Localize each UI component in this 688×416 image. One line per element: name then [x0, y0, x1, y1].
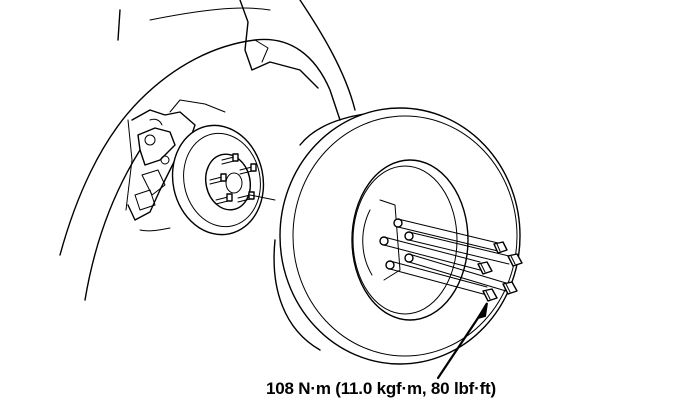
alignment-line	[249, 194, 276, 201]
brake-disc-hub	[171, 124, 265, 236]
torque-callout-arrow	[436, 302, 488, 380]
wheel-tire	[273, 107, 521, 365]
torque-spec-label: 108 N·m (11.0 kgf·m, 80 lbf·ft)	[266, 379, 496, 398]
wheel-studs-front	[379, 218, 510, 296]
wheel-studs	[209, 153, 257, 205]
lug-nuts	[477, 241, 523, 302]
wheel-arch-body	[59, 0, 356, 301]
